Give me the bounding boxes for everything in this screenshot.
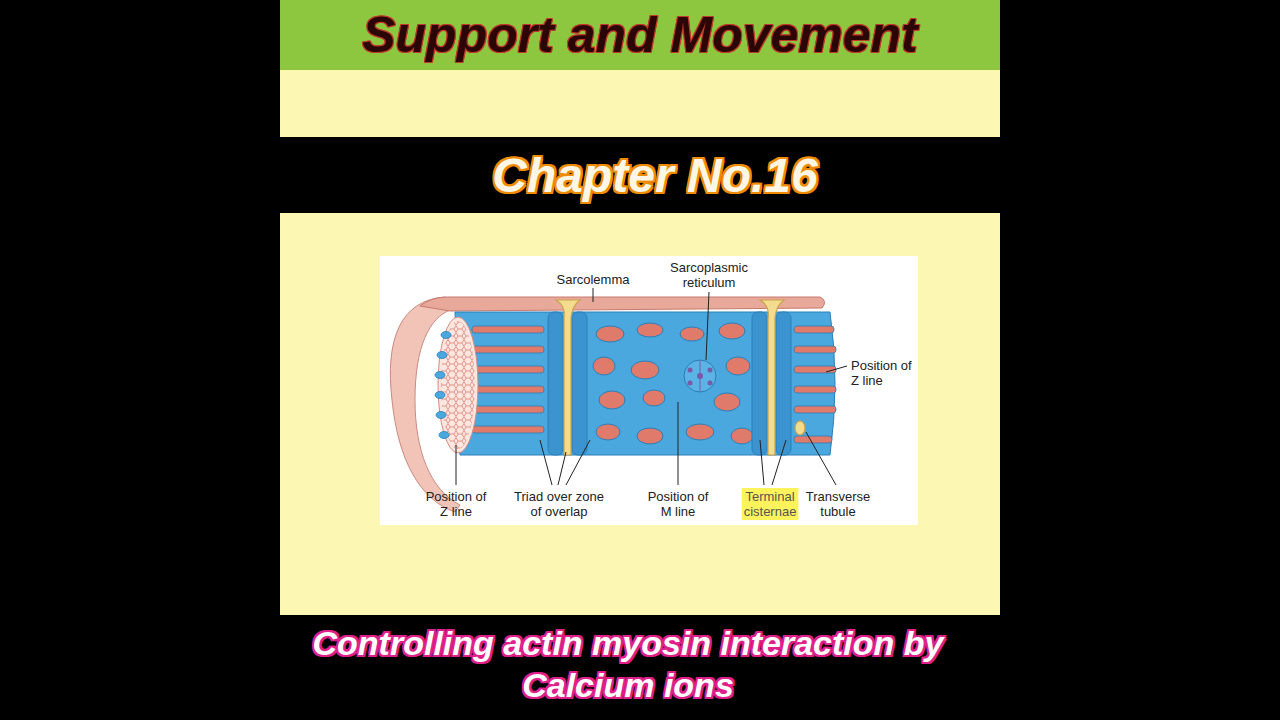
black-band [280,137,1000,213]
reticulum-network [593,323,753,444]
terminal-cisternae [548,312,791,455]
m-line-rosette [684,360,716,392]
chapter-heading: Chapter No.16 [375,148,935,204]
muscle-fiber [390,297,836,512]
fiber-end-face [438,317,478,453]
yellow-band [280,70,1000,137]
part-label: Sarcolemma [543,272,643,287]
yellow-panel [280,213,1000,615]
myofilament-lattice [441,321,475,449]
part-label: Position of Z line [420,489,492,519]
part-label: Position of Z line [851,358,923,388]
green-bar [280,0,1000,70]
transverse-tubules [556,300,805,455]
caption: Controlling actin myosin interaction by … [263,622,993,706]
sarcolemma-sheet [420,297,825,311]
reticulum-body [455,312,835,455]
part-label: Position of M line [642,489,714,519]
end-tubules [435,332,451,439]
page-title: Support and Movement [300,6,980,64]
part-label: Triad over zone of overlap [513,489,605,519]
leader-lines [456,288,847,485]
part-label: Terminal cisternae [734,489,806,519]
figure-ground [380,256,918,525]
part-label: Sarcoplasmic reticulum [663,260,755,290]
part-label: Transverse tubule [799,489,877,519]
background-panels [280,0,1000,720]
